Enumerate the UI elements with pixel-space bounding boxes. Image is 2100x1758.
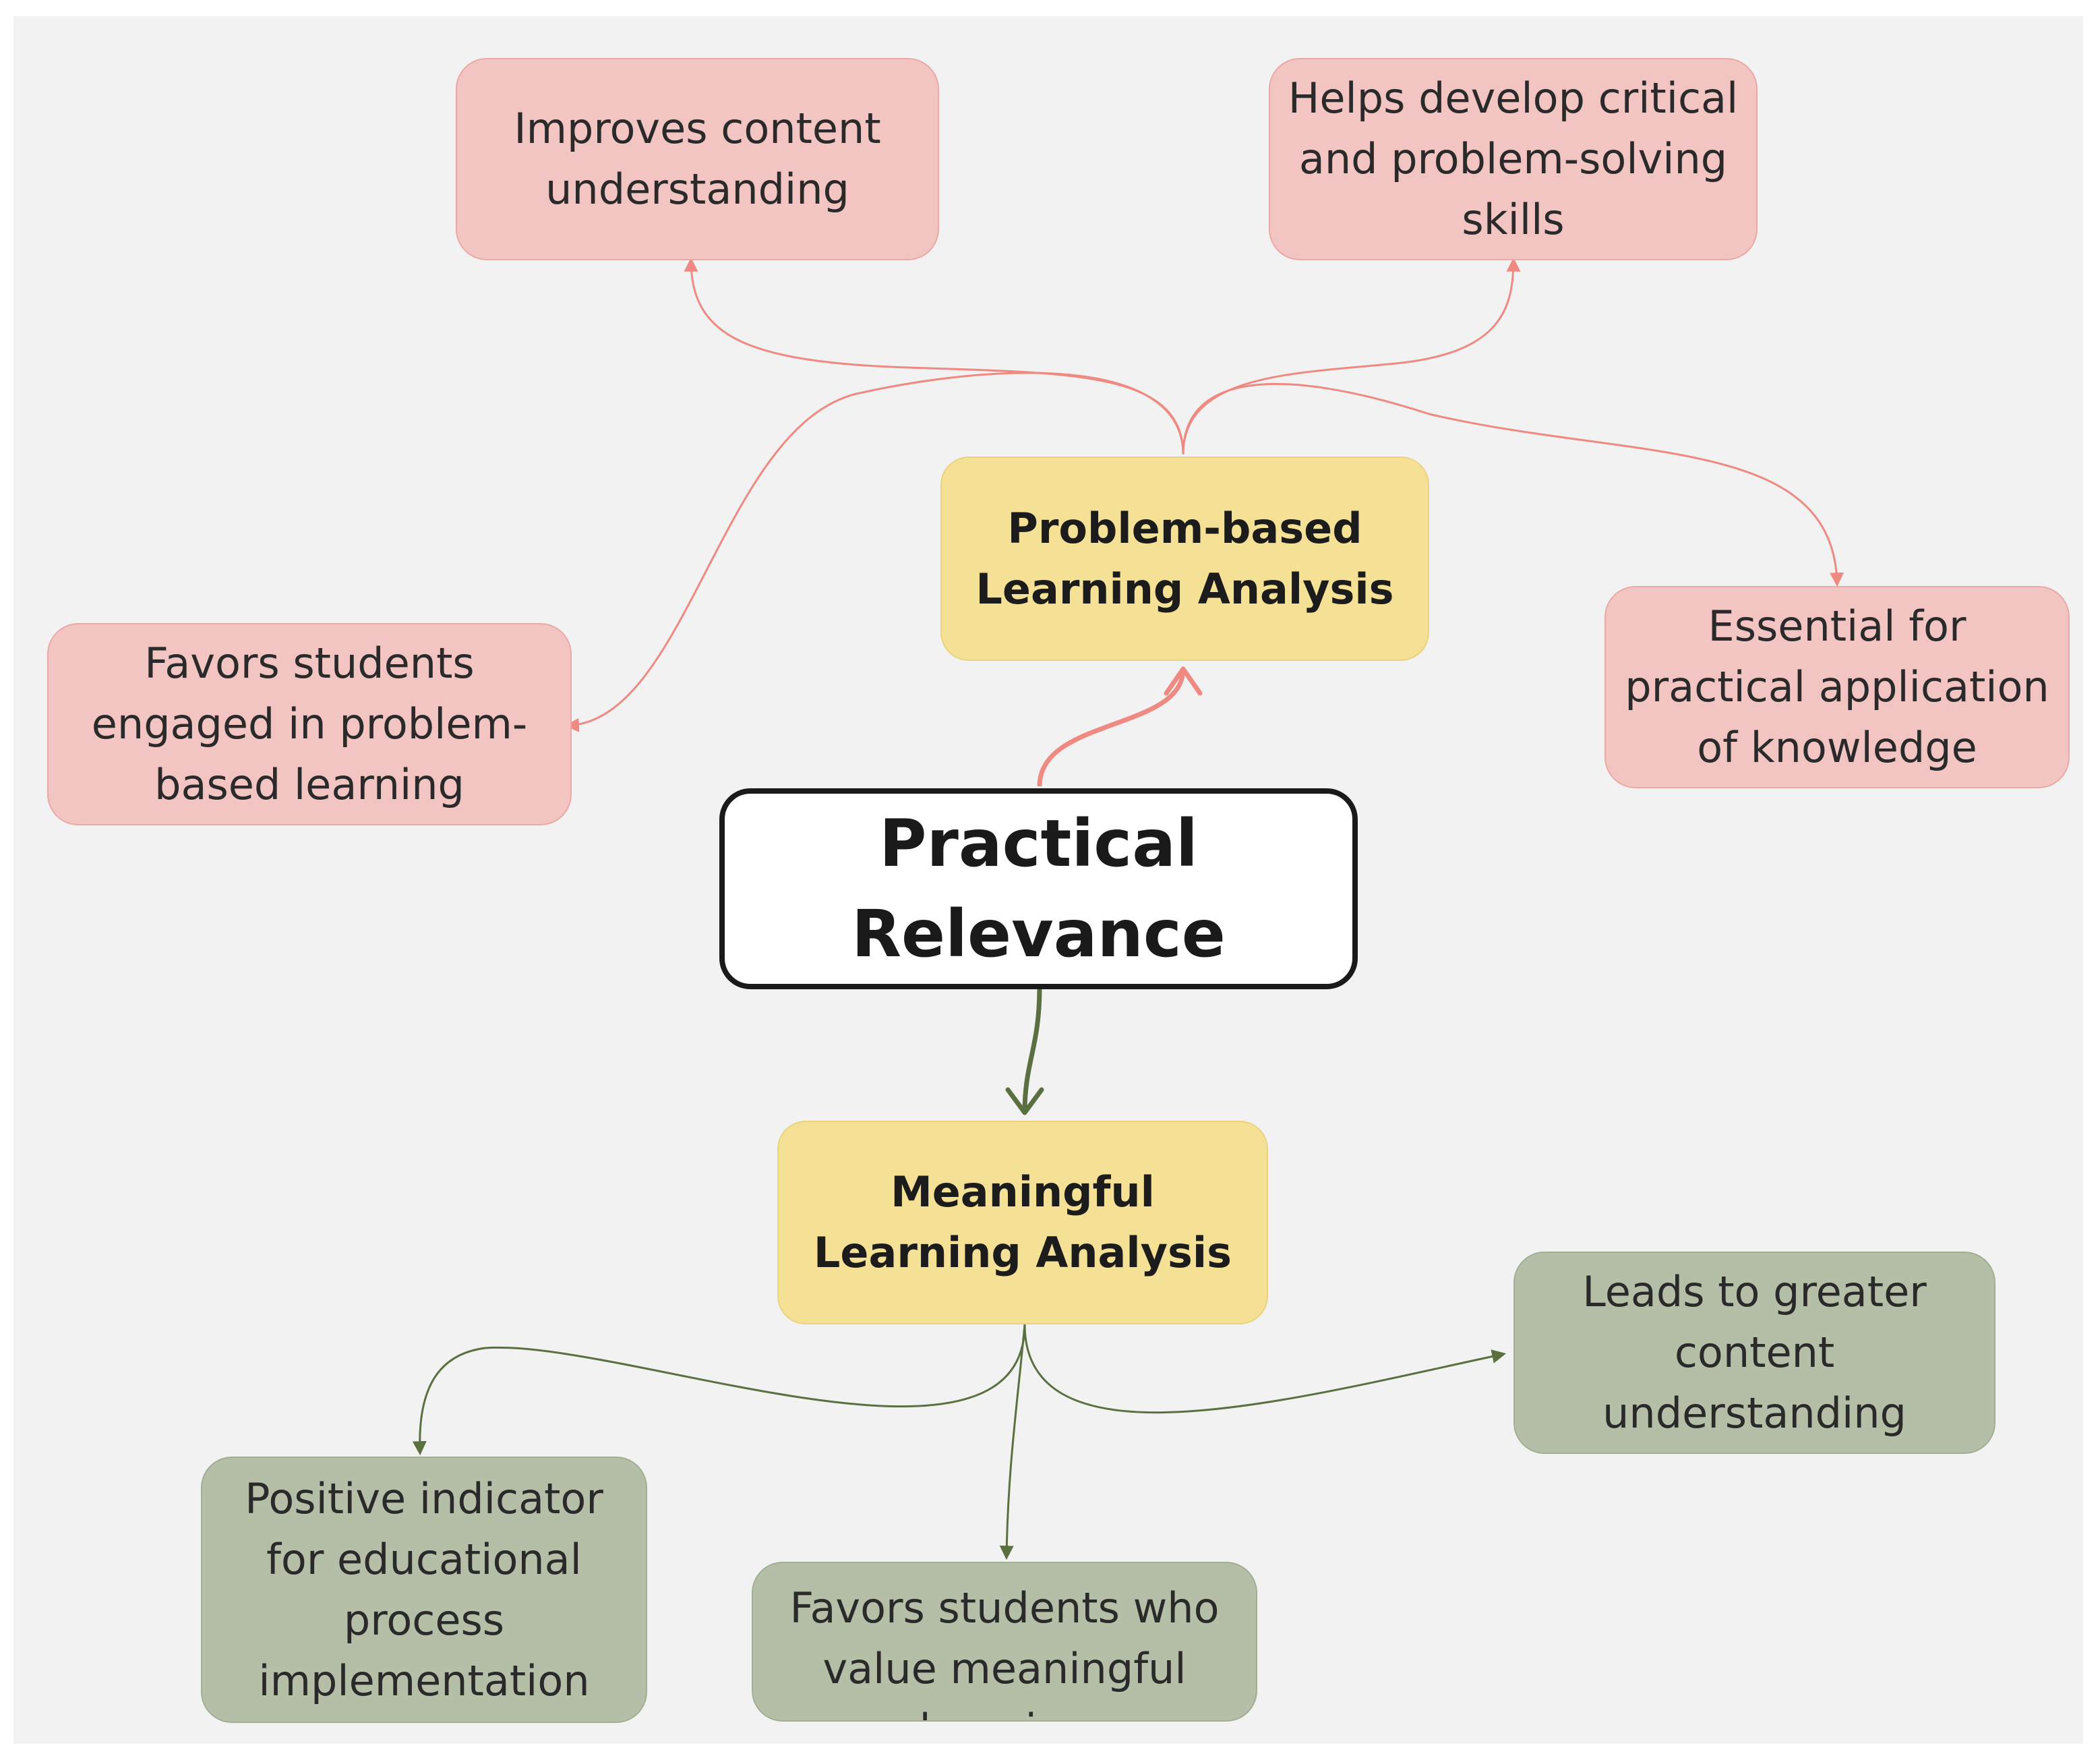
greater-understanding-node[interactable]: Leads to greater content understanding [1513,1252,1996,1454]
favors-pbl-students-label: Favors students engaged in problem-based… [91,639,528,809]
link-central-to-ml-arrowhead [1005,1087,1044,1115]
pbl-branch-label: Problem-based Learning Analysis [976,503,1394,614]
positive-indicator-label: Positive indicator for educational proce… [245,1473,603,1705]
ml-branch-label: Meaningful Learning Analysis [813,1167,1232,1277]
improves-content-label: Improves content understanding [514,104,881,214]
link-ml-to-positive-indicator [412,1324,1026,1456]
value-meaningful-label: Favors students who value meaningful lea… [789,1583,1220,1720]
greater-understanding-label: Leads to greater content understanding [1582,1267,1927,1438]
link-central-to-ml [1022,987,1042,1113]
mind-map-canvas: Practical Relevance Problem-based Learni… [13,16,2083,1744]
practical-application-label: Essential for practical application of k… [1625,602,2049,772]
pbl-branch-node[interactable]: Problem-based Learning Analysis [940,457,1429,661]
link-central-to-pbl [1037,668,1186,787]
practical-application-node[interactable]: Essential for practical application of k… [1604,586,2070,788]
link-pbl-to-favors-pbl-students [564,372,1184,732]
link-pbl-to-practical-application [1182,382,1844,587]
favors-pbl-students-node[interactable]: Favors students engaged in problem-based… [47,623,572,825]
link-ml-to-greater-understanding [1023,1324,1507,1414]
link-ml-to-value-meaningful [999,1324,1026,1560]
link-pbl-to-critical-skills [1182,257,1521,455]
improves-content-node[interactable]: Improves content understanding [456,58,939,260]
central-topic-node[interactable]: Practical Relevance [719,788,1358,989]
critical-skills-label: Helps develop critical and problem-solvi… [1288,74,1739,244]
positive-indicator-node[interactable]: Positive indicator for educational proce… [201,1457,647,1723]
central-topic-label: Practical Relevance [851,806,1226,972]
ml-branch-node[interactable]: Meaningful Learning Analysis [777,1121,1268,1324]
critical-skills-node[interactable]: Helps develop critical and problem-solvi… [1269,58,1758,260]
connector-layer [412,257,1844,1560]
link-central-to-pbl-arrowhead [1164,666,1203,696]
value-meaningful-node[interactable]: Favors students who value meaningful lea… [752,1562,1257,1722]
link-pbl-to-improves-content [684,257,1184,455]
